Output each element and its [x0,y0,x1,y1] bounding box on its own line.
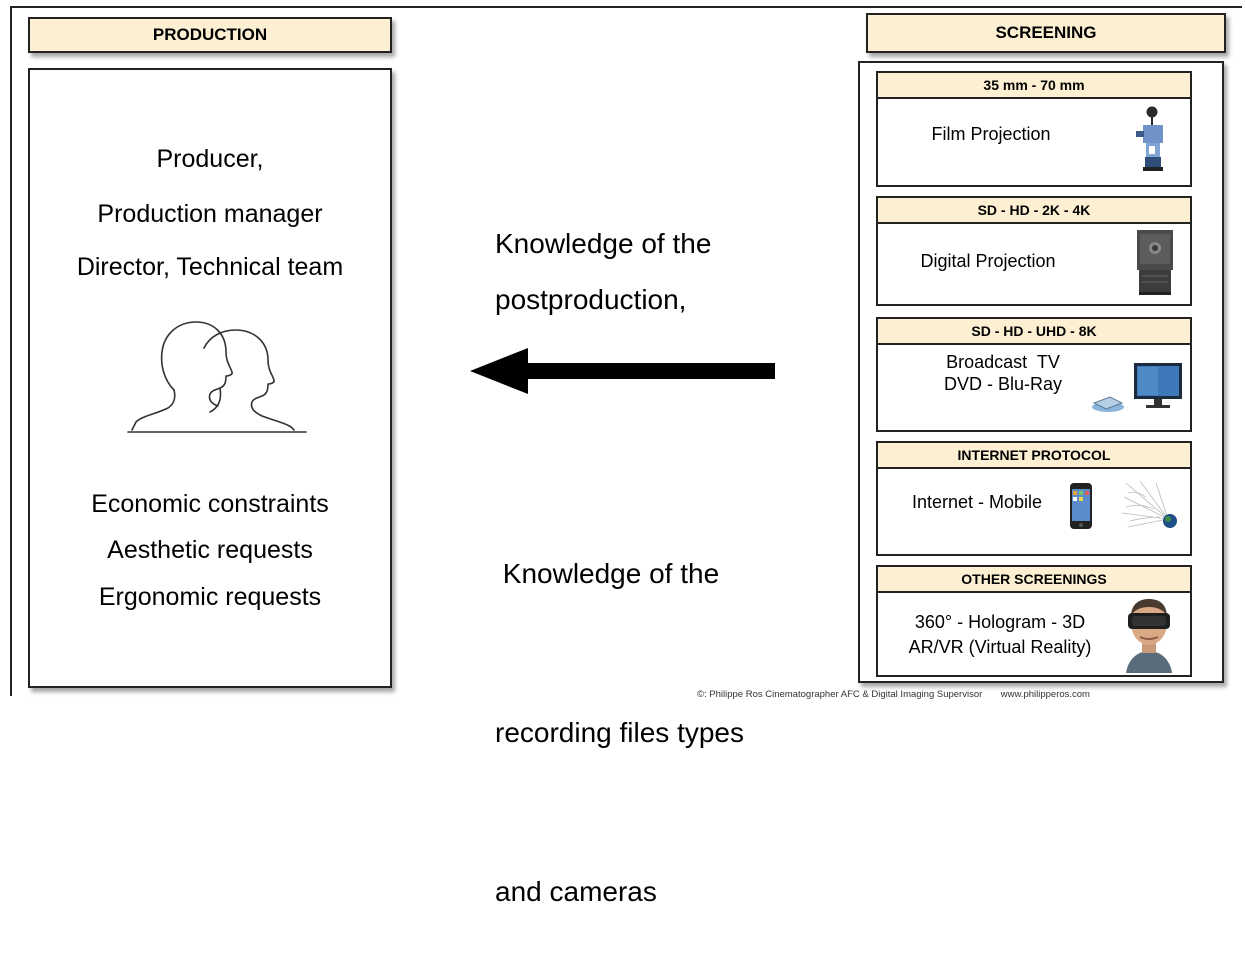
production-panel: Producer, Production manager Director, T… [28,68,392,688]
frame-left-line [10,6,12,696]
section-text: Digital Projection [888,250,1088,272]
middle-text-line: Knowledge of the [495,558,720,589]
section-line: 360° - Hologram - 3D [914,612,1086,632]
screening-section-other: OTHER SCREENINGS 360° - Hologram - 3D AR… [876,565,1192,677]
section-line: AR/VR (Virtual Reality) [908,637,1092,657]
tv-dvd-icon [1092,363,1182,412]
section-text: Film Projection [896,123,1086,145]
section-text: Broadcast TV DVD - Blu-Ray [918,351,1088,395]
production-constraint: Economic constraints [91,490,329,518]
section-line: Broadcast TV [946,352,1060,372]
section-title: INTERNET PROTOCOL [878,443,1190,469]
section-text: 360° - Hologram - 3D AR/VR (Virtual Real… [880,611,1120,658]
screening-section-broadcast: SD - HD - UHD - 8K Broadcast TV DVD - Bl… [876,317,1192,432]
production-role: Producer, [156,145,264,173]
knowledge-recording-text: Knowledge of the recording files types a… [495,446,744,968]
section-title: 35 mm - 70 mm [878,73,1190,99]
section-line: DVD - Blu-Ray [943,374,1063,394]
production-header: PRODUCTION [28,17,392,53]
middle-text-line: Knowledge of the [495,228,712,259]
frame-top-line [10,6,1242,8]
section-line: Digital Projection [920,251,1056,271]
vr-headset-icon [1126,599,1172,673]
film-projector-icon [1136,106,1163,171]
screening-panel: 35 mm - 70 mm Film Projection SD - HD - … [858,61,1224,683]
copyright-text: ©: Philippe Ros Cinematographer AFC & Di… [697,689,1090,700]
production-role: Director, Technical team [76,253,344,281]
section-title: SD - HD - UHD - 8K [878,319,1190,345]
middle-text-line: recording files types [495,717,745,748]
screening-section-digital: SD - HD - 2K - 4K Digital Projection [876,196,1192,306]
section-line: Internet - Mobile [911,492,1043,512]
section-title: OTHER SCREENINGS [878,567,1190,593]
phone-globe-icon [1070,480,1177,529]
production-role: Production manager [97,200,323,228]
left-arrow-icon [470,348,775,394]
middle-text-line: and cameras [495,876,657,907]
digital-projector-icon [1137,230,1173,295]
knowledge-postproduction-text: Knowledge of the postproduction, [495,218,711,325]
section-line: Film Projection [931,124,1051,144]
middle-text-line: postproduction, [495,284,687,315]
section-text: Internet - Mobile [888,491,1066,513]
production-constraint: Aesthetic requests [107,536,313,564]
screening-header: SCREENING [866,13,1226,53]
screening-section-film: 35 mm - 70 mm Film Projection [876,71,1192,187]
section-title: SD - HD - 2K - 4K [878,198,1190,224]
production-constraint: Ergonomic requests [98,583,322,611]
people-silhouette-icon [127,321,307,433]
screening-section-internet: INTERNET PROTOCOL Internet - Mobile [876,441,1192,556]
